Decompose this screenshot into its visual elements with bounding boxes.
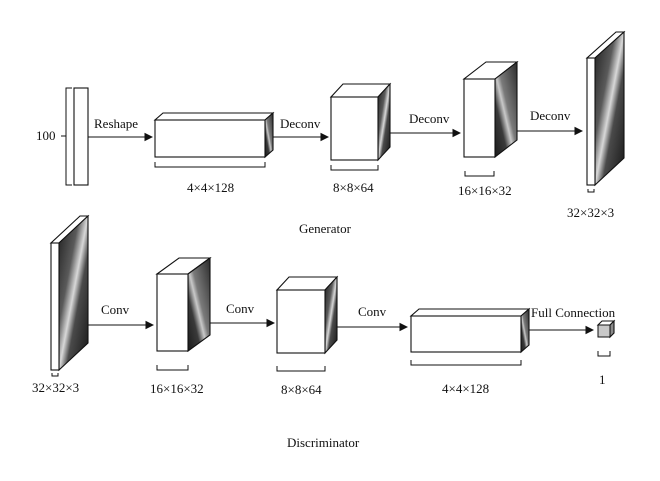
disc-block-16x16x32	[155, 256, 212, 353]
brace-disc-4	[597, 351, 611, 357]
dims-gen-2: 8×8×64	[333, 180, 374, 195]
op-label-deconv-1: Deconv	[280, 116, 321, 131]
dims-gen-3: 16×16×32	[458, 183, 512, 198]
discriminator-title: Discriminator	[287, 435, 360, 450]
brace-gen-3	[464, 171, 495, 177]
input-vector	[73, 87, 89, 186]
dims-gen-1: 4×4×128	[187, 180, 234, 195]
op-label-conv-3: Conv	[358, 304, 387, 319]
dims-disc-3: 4×4×128	[442, 381, 489, 396]
op-label-reshape: Reshape	[94, 116, 138, 131]
op-label-conv-2: Conv	[226, 301, 255, 316]
op-label-deconv-2: Deconv	[409, 111, 450, 126]
brace-disc-3	[410, 360, 522, 366]
dims-disc-2: 8×8×64	[281, 382, 322, 397]
disc-input-image	[49, 214, 90, 372]
op-label-conv-1: Conv	[101, 302, 130, 317]
dims-disc-4: 1	[599, 372, 606, 387]
generator-title: Generator	[299, 221, 352, 236]
brace-disc-2	[276, 366, 326, 372]
input-bracket	[65, 87, 72, 186]
disc-block-8x8x64	[275, 275, 339, 355]
dims-disc-1: 16×16×32	[150, 381, 204, 396]
dims-gen-4: 32×32×3	[567, 205, 614, 220]
gen-output-image	[585, 30, 626, 187]
gen-block-4x4x128	[153, 111, 275, 159]
op-label-deconv-3: Deconv	[530, 108, 571, 123]
generator-input-label: 100	[36, 128, 56, 143]
brace-gen-2	[330, 165, 379, 171]
op-label-full-connection: Full Connection	[531, 305, 616, 320]
generator-section: 100 Reshape 4×4×128 Deconv 8×8×64 Deconv	[36, 30, 626, 236]
disc-block-4x4x128	[409, 307, 531, 354]
discriminator-section: 32×32×3 Conv 16×16×32 Conv 8×8×64 Conv	[32, 214, 616, 450]
gen-block-8x8x64	[329, 82, 392, 162]
brace-disc-1	[156, 365, 189, 371]
brace-gen-4	[587, 189, 595, 193]
brace-disc-0	[51, 373, 59, 377]
gen-block-16x16x32	[462, 60, 519, 159]
brace-gen-1	[154, 162, 266, 168]
disc-output-node	[596, 319, 616, 339]
dims-disc-0: 32×32×3	[32, 380, 79, 395]
